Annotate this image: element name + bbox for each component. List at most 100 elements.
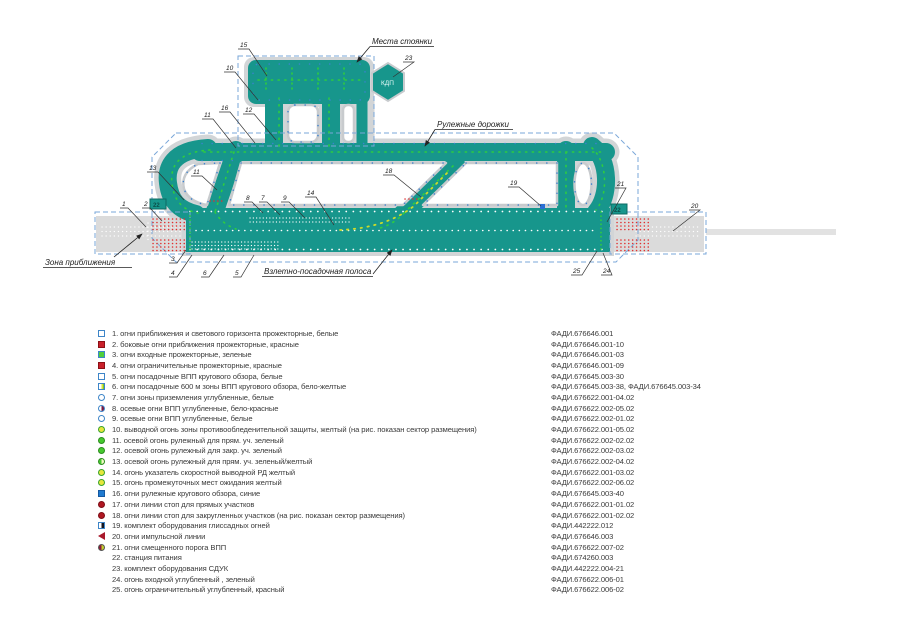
legend-row: 3. огни входные прожекторные, зеленые ФАД… — [98, 349, 878, 360]
legend-row: 25. огонь ограничительный углубленный, к… — [98, 585, 878, 596]
legend-item-code: ФАДИ.676622.002-04.02 — [551, 457, 635, 467]
white-lights — [101, 210, 699, 251]
taxiways-label: Рулежные дорожки — [437, 120, 509, 129]
legend-row: 14. огонь указатель скоростной выводной … — [98, 467, 878, 478]
legend-item-code: ФАДИ.676622.001-04.02 — [551, 392, 635, 402]
legend-item-text: 19. комплект оборудования глиссадных огн… — [112, 521, 270, 531]
legend-row: 13. осевой огонь рулежный для прям. уч. … — [98, 456, 878, 467]
edge-lights-apron — [252, 63, 366, 101]
legend-item-code: ФАДИ.676646.001-03 — [551, 350, 624, 360]
callout-label: 13 — [149, 165, 157, 172]
airfield-boundary — [151, 132, 639, 263]
callout-leaders — [120, 48, 702, 278]
legend-item-code: ФАДИ.676645.003-30 — [551, 371, 624, 381]
apron-stubs — [265, 96, 340, 150]
legend-item-code: ФАДИ.442222.012 — [551, 521, 614, 531]
legend-row: 1. огни приближения и светового горизонт… — [98, 328, 878, 339]
legend-item-code: ФАДИ.676622.002-01.02 — [551, 414, 635, 424]
touchdown-zone-lights-top — [249, 217, 353, 223]
apron-boundary — [237, 55, 375, 147]
legend-item-text: 12. осевой огонь рулежный для закр. уч. … — [112, 446, 282, 456]
callout-label: 21 — [616, 181, 625, 188]
apron-island-1 — [286, 103, 320, 144]
legend-item-text: 7. огни зоны приземления углубленные, бе… — [112, 392, 274, 402]
legend-item-text: 24. огонь входной углубленный , зеленый — [112, 574, 255, 584]
taxiway-centerline-left-outer — [170, 149, 211, 214]
legend-item-text: 14. огонь указатель скоростной выводной … — [112, 467, 295, 477]
edge-lights-island-oval — [573, 162, 593, 206]
legend-item-text: 20. огни импульсной линии — [112, 531, 206, 541]
legend-item-text: 11. осевой огонь рулежный для прям. уч. … — [112, 435, 284, 445]
runway-label: Взлетно-посадочная полоса — [264, 267, 372, 276]
legend-item-code: ФАДИ.676646.001-10 — [551, 339, 624, 349]
legend-item-code: ФАДИ.676622.002-06.02 — [551, 478, 635, 488]
callout-label: 16 — [221, 105, 229, 112]
approach-strip-right — [612, 216, 704, 252]
apron — [248, 60, 370, 104]
legend-swatch-icon — [98, 415, 105, 423]
main-labels: Места стоянки Рулежные дорожки Взлетно-п… — [43, 37, 513, 277]
legend-swatch-icon — [98, 522, 105, 530]
legend-row: 2. боковые огни приближения прожекторные… — [98, 339, 878, 350]
legend-swatch-icon — [98, 532, 105, 541]
legend-item-text: 13. осевой огонь рулежный для прям. уч. … — [112, 457, 313, 467]
legend-row: 20. огни импульсной линии ФАДИ.676646.003 — [98, 531, 878, 542]
legend-item-code: ФАДИ.676622.001-05.02 — [551, 425, 635, 435]
blue-lights — [182, 63, 605, 206]
legend-item-code: ФАДИ.676646.003 — [551, 531, 614, 541]
red-lights — [152, 198, 653, 252]
legend-item-text: 3. огни входные прожекторные, зеленые — [112, 350, 252, 360]
legend-item-text: 22. станция питания — [112, 553, 182, 563]
stop-bar-lights — [209, 198, 419, 202]
callout-label: 3 — [171, 256, 175, 263]
callout-label: 4 — [171, 270, 175, 277]
legend-row: 15. огонь промежуточных мест ожидания же… — [98, 478, 878, 489]
island-center — [227, 161, 448, 207]
legend-swatch-icon — [98, 468, 105, 476]
legend-item-code: ФАДИ.676645.003-38, ФАДИ.676645.003-34 — [551, 382, 701, 392]
tower-label: КДП — [381, 80, 394, 87]
callout-label: 11 — [193, 169, 200, 176]
tower-hexagon — [371, 61, 405, 103]
callout-label: 18 — [385, 168, 393, 175]
legend-row: 10. выводной огонь зоны противообледенит… — [98, 424, 878, 435]
legend-swatch-icon — [98, 426, 105, 434]
legend-row: 7. огни зоны приземления углубленные, бе… — [98, 392, 878, 403]
legend-row: 6. огни посадочные 600 м зоны ВПП кругов… — [98, 381, 878, 392]
legend-row: 8. осевые огни ВПП углубленные, бело-кра… — [98, 403, 878, 414]
legend-swatch-icon — [98, 511, 105, 519]
legend-row: 18. огни линии стоп для закругленных уча… — [98, 510, 878, 521]
callout-label: 19 — [510, 180, 518, 187]
islands — [182, 103, 593, 207]
power-stations: 22 22 — [149, 198, 628, 215]
legend-row: 19. комплект оборудования глиссадных огн… — [98, 520, 878, 531]
legend-item-code: ФАДИ.676622.002-03.02 — [551, 446, 635, 456]
legend-swatch-icon — [98, 393, 105, 401]
callout-numbers: 15 10 16 12 11 13 11 1 2 3 4 6 5 8 7 9 1… — [122, 42, 699, 277]
legend-row: 4. огни ограничительные прожекторные, кр… — [98, 360, 878, 371]
legend: 1. огни приближения и светового горизонт… — [98, 328, 878, 595]
callout-label: 9 — [283, 195, 287, 202]
approach-lights-left — [101, 222, 185, 243]
legend-item-code: ФАДИ.676622.006-01 — [551, 574, 624, 584]
airfield-diagram: 22 22 КДП 15 10 16 — [43, 37, 836, 278]
legend-swatch-icon — [98, 383, 105, 391]
legend-item-text: 9. осевые огни ВПП углубленные, белые — [112, 414, 253, 424]
legend-item-code: ФАДИ.676646.001 — [551, 328, 614, 338]
callout-label: 5 — [235, 270, 239, 277]
legend-swatch-icon — [98, 586, 105, 593]
legend-row: 16. огни рулежные кругового обзора, сини… — [98, 488, 878, 499]
legend-swatch-icon — [98, 340, 105, 348]
power-station-left-label: 22 — [153, 203, 160, 209]
power-station-right-label: 22 — [614, 208, 621, 214]
taxiway-centerline-right-outer — [591, 147, 606, 211]
legend-swatch-icon — [98, 458, 105, 466]
parking-label: Места стоянки — [372, 37, 433, 46]
edge-lights-island-left — [182, 162, 222, 206]
power-station-right — [610, 203, 628, 215]
